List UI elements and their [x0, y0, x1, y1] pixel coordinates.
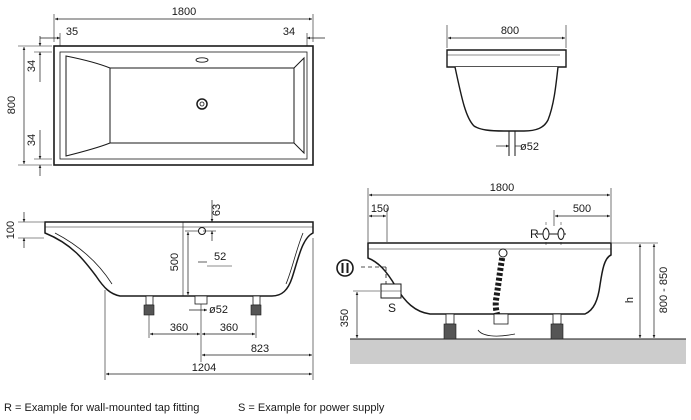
drain-hose: [492, 252, 506, 324]
end-view-basin: [454, 66, 559, 132]
installation-length-label: 1800: [490, 182, 514, 194]
tap-right-icon: [557, 228, 565, 240]
top-view-floor: [109, 67, 295, 144]
hose-top-icon: [498, 248, 508, 258]
installation-foot-right-pad: [550, 323, 564, 340]
installation-power-height-label: 350: [339, 309, 351, 327]
installation-drain: [493, 313, 509, 325]
side-drain-diameter-label: ø52: [209, 304, 228, 316]
foot-right: [252, 295, 261, 306]
side-drain: [194, 295, 208, 305]
side-drain-end-label: 823: [251, 343, 269, 355]
installation-body: [367, 242, 612, 315]
installation-foot-right: [552, 313, 562, 325]
top-view: 1800 35 34 800 34 34: [6, 6, 325, 176]
tap-left-icon: [542, 228, 550, 240]
end-view: 800 ø52: [446, 25, 567, 156]
foot-left-pad: [143, 304, 155, 316]
installation-view: S R 1800 150 500 350 h 800 - 850: [336, 182, 686, 364]
installation-foot-left-pad: [443, 323, 457, 340]
installation-foot-left: [445, 313, 455, 325]
tap-label: R: [530, 227, 539, 241]
legend-tap: R = Example for wall-mounted tap fitting: [4, 402, 199, 414]
installation-tap-spacing-label: 500: [573, 203, 591, 215]
top-depth-label: 800: [6, 96, 18, 114]
installation-height-range-label: 800 - 850: [658, 267, 670, 313]
power-switch-icon: [336, 259, 354, 277]
installation-h-label: h: [624, 297, 636, 303]
side-overflow-offset-label: 63: [211, 204, 223, 216]
top-view-inner-rim: [59, 51, 308, 160]
foot-right-pad: [250, 304, 262, 316]
end-view-rim: [446, 49, 567, 68]
end-width-label: 800: [501, 25, 519, 37]
side-view: 100 63 500 52 ø52 360 360 823 1204: [5, 200, 314, 380]
drain-center-icon: [199, 101, 205, 107]
top-rim-top-label: 34: [26, 60, 38, 72]
legend-tap-text: R = Example for wall-mounted tap fitting: [4, 402, 200, 414]
power-supply-label: S: [388, 301, 396, 315]
floor: [350, 339, 686, 364]
end-drain-label: ø52: [520, 141, 539, 153]
foot-left: [145, 295, 154, 306]
top-rim-left-label: 35: [66, 26, 78, 38]
installation-tap-offset-label: 150: [371, 203, 389, 215]
legend-power: S = Example for power supply: [238, 402, 384, 414]
drain-icon: [196, 98, 208, 110]
side-foot-left-label: 360: [170, 322, 188, 334]
side-rim-height-label: 100: [5, 221, 17, 239]
overflow-icon: [195, 57, 209, 63]
top-rim-bottom-label: 34: [26, 134, 38, 146]
legend-power-text: S = Example for power supply: [238, 402, 385, 414]
side-foot-right-label: 360: [220, 322, 238, 334]
side-overflow-depth-label: 500: [169, 253, 181, 271]
side-drain-offset-label: 52: [214, 251, 226, 263]
side-foot-span-label: 1204: [192, 362, 216, 374]
top-width-label: 1800: [172, 6, 196, 18]
top-rim-right-label: 34: [283, 26, 295, 38]
top-view-basin: [65, 55, 305, 157]
